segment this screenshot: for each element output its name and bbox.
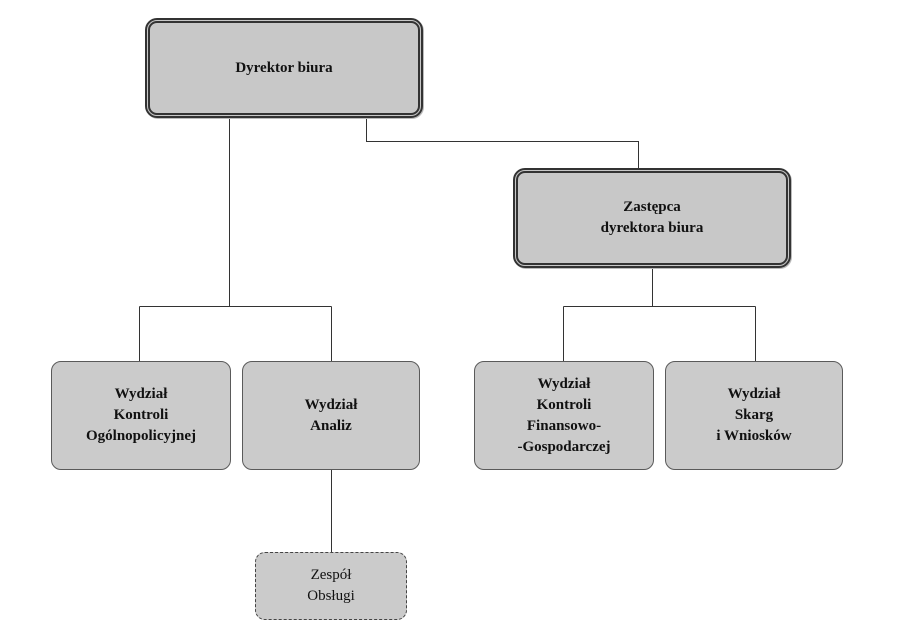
department-label: Wydział Kontroli Finansowo- -Gospodarcze…: [517, 375, 611, 455]
department-label: Wydział Skarg i Wniosków: [716, 386, 792, 444]
director-label: Dyrektor biura: [235, 59, 333, 76]
connector-director-deputy: [366, 117, 639, 170]
department-box: Wydział Skarg i Wniosków: [665, 361, 843, 470]
department-label: Wydział Analiz: [304, 396, 358, 434]
department-box: Wydział Kontroli Finansowo- -Gospodarcze…: [474, 361, 654, 470]
team-box: Zespół Obsługi: [255, 552, 407, 620]
deputy-box: Zastępca dyrektora biura: [513, 168, 791, 268]
department-box: Wydział Analiz: [242, 361, 420, 470]
department-label: Wydział Kontroli Ogólnopolicyjnej: [85, 386, 196, 444]
connector-director-departments: [139, 117, 332, 362]
team-label: Zespół Obsługi: [307, 567, 355, 604]
deputy-label: Zastępca dyrektora biura: [600, 199, 704, 236]
connector-deputy-departments: [563, 267, 756, 362]
director-box: Dyrektor biura: [145, 18, 423, 118]
department-box: Wydział Kontroli Ogólnopolicyjnej: [51, 361, 231, 470]
